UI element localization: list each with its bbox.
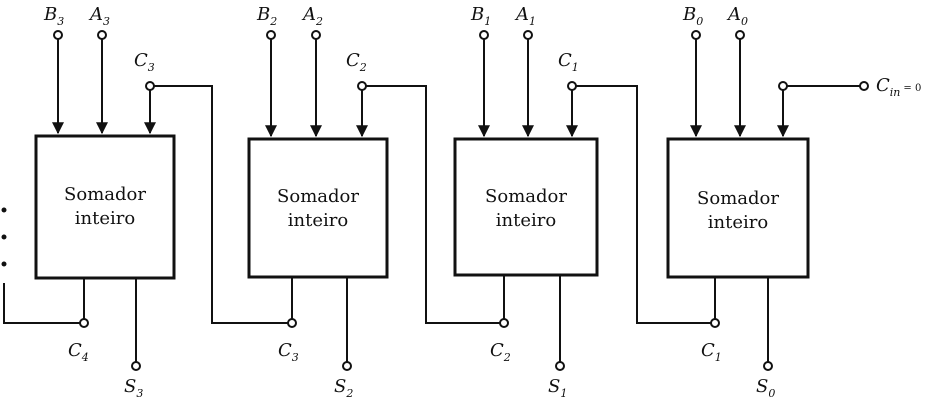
full-adder-0: Somador inteiro B0 A0 C1 S0	[666, 4, 869, 400]
full-adder-2: Somador inteiro B2 A2 C2 C3 S2	[247, 4, 389, 400]
carry-in-terminal	[859, 81, 869, 91]
wire-c1-link	[576, 85, 711, 324]
adder-title-line1: Somador	[64, 184, 146, 205]
adder-title-line2: inteiro	[708, 212, 768, 233]
adder-box	[34, 134, 176, 280]
input-terminal-a2	[311, 30, 321, 40]
adder-title-line2: inteiro	[288, 210, 348, 231]
label-b2: B2	[256, 4, 277, 28]
adder-title-line1: Somador	[697, 188, 779, 209]
sum-terminal-s2	[342, 361, 352, 371]
label-c3-out: C3	[278, 340, 299, 364]
label-s0: S0	[756, 376, 775, 400]
label-a3: A3	[88, 4, 110, 28]
label-b3: B3	[43, 4, 64, 28]
input-terminal-b0	[691, 30, 701, 40]
adder-title-line2: inteiro	[496, 210, 556, 231]
input-terminal-a3	[97, 30, 107, 40]
carry-out-terminal-c3	[287, 318, 297, 328]
input-terminal-b1	[479, 30, 489, 40]
carry-in-node	[778, 81, 788, 91]
carry-out-terminal-c4	[79, 318, 89, 328]
adder-title-line2: inteiro	[75, 208, 135, 229]
input-terminal-a1	[523, 30, 533, 40]
adder-box	[666, 137, 810, 279]
label-b0: B0	[682, 4, 703, 28]
label-s3: S3	[124, 376, 143, 400]
label-c1-out: C1	[701, 340, 722, 364]
label-s1: S1	[548, 376, 567, 400]
adder-title-line1: Somador	[277, 186, 359, 207]
label-c3-in: C3	[134, 50, 155, 74]
label-a0: A0	[726, 4, 748, 28]
label-a1: A1	[514, 4, 536, 28]
label-a2: A2	[301, 4, 323, 28]
full-adder-3: Somador inteiro B3 A3 C3 C4 S3	[3, 4, 176, 400]
full-adder-1: Somador inteiro B1 A1 C1 C2 S1	[453, 4, 599, 400]
sum-terminal-s3	[131, 361, 141, 371]
label-c1-in: C1	[558, 50, 579, 74]
input-terminal-b2	[266, 30, 276, 40]
label-c2-in: C2	[346, 50, 367, 74]
carry-out-terminal-c2	[499, 318, 509, 328]
ellipsis-dot-1	[1, 207, 7, 213]
sum-terminal-s1	[555, 361, 565, 371]
sum-terminal-s0	[763, 361, 773, 371]
label-carry-in: Cin= 0	[876, 75, 921, 99]
adder-box	[247, 137, 389, 279]
label-b1: B1	[470, 4, 491, 28]
input-terminal-b3	[53, 30, 63, 40]
adder-box	[453, 137, 599, 277]
wire-c3-link	[154, 85, 288, 324]
wire-c2-link	[366, 85, 500, 324]
ellipsis-dot-3	[1, 261, 7, 267]
adder-title-line1: Somador	[485, 186, 567, 207]
carry-in-terminal-c1	[567, 81, 577, 91]
wire-c4-left	[3, 283, 80, 324]
carry-in-terminal-c3	[145, 81, 155, 91]
label-s2: S2	[334, 376, 353, 400]
carry-in-terminal-c2	[357, 81, 367, 91]
label-c4: C4	[68, 340, 89, 364]
input-terminal-a0	[735, 30, 745, 40]
label-c2-out: C2	[490, 340, 511, 364]
ellipsis-dot-2	[1, 234, 7, 240]
carry-out-terminal-c1	[710, 318, 720, 328]
